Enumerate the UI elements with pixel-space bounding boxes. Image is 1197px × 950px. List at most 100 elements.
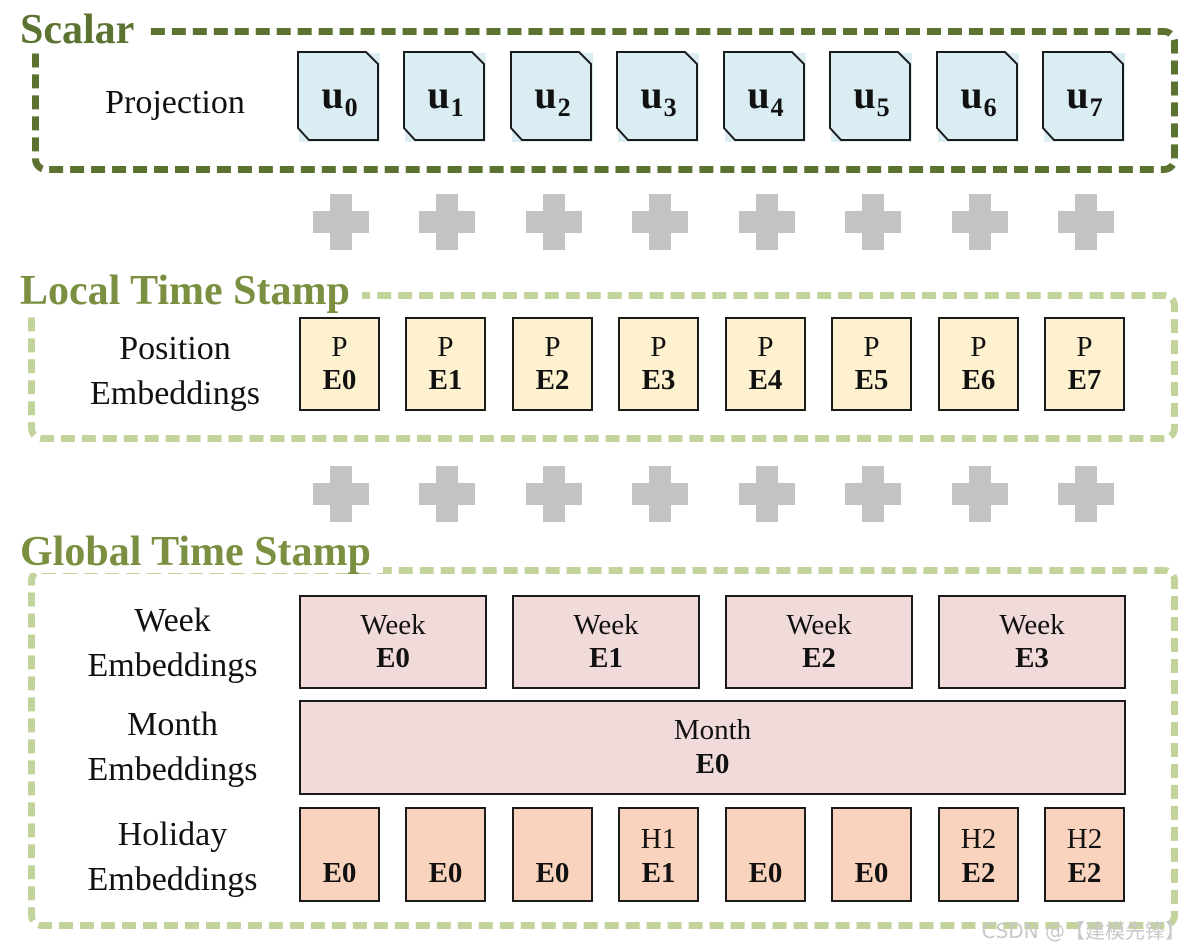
token-subscript: 2 [557, 93, 571, 123]
plus-icon [631, 466, 688, 522]
month-embeddings-label: Month Embeddings [87, 706, 258, 788]
token-base: u [321, 72, 344, 118]
plus-icon [738, 466, 795, 522]
position-box-bottom: E2 [535, 364, 570, 396]
position-box-top: P [650, 330, 667, 363]
month-box-bottom: E0 [695, 747, 730, 780]
position-box-bottom: E3 [641, 364, 676, 396]
week-box-bottom: E1 [589, 642, 623, 674]
position-box-top: P [437, 330, 454, 363]
projection-token-box: u6 [936, 51, 1019, 142]
projection-token-label: u3 [640, 72, 676, 123]
position-box-top: P [1076, 330, 1093, 363]
position-box-top: P [863, 330, 880, 363]
holiday-box-top: H2 [1066, 823, 1103, 856]
holiday-embedding-box: E0 [831, 807, 912, 902]
token-base: u [853, 72, 876, 118]
plus-icon [312, 194, 369, 250]
scalar-title: Scalar [20, 9, 147, 51]
projection-token-label: u5 [853, 72, 889, 123]
holiday-embedding-box: E0 [512, 807, 593, 902]
position-box-bottom: E0 [322, 364, 357, 396]
plus-icon [951, 466, 1008, 522]
plus-icon [418, 466, 475, 522]
position-box-bottom: E4 [748, 364, 783, 396]
projection-token-box: u4 [723, 51, 806, 142]
holiday-embedding-box: E0 [299, 807, 380, 902]
projection-box-outline [297, 51, 379, 141]
token-subscript: 5 [876, 93, 890, 123]
position-embeddings-label: Position Embeddings [90, 330, 260, 412]
plus-icon [951, 194, 1008, 250]
plus-icon [1057, 466, 1114, 522]
token-subscript: 1 [450, 93, 464, 123]
holiday-embeddings-label: Holiday Embeddings [87, 816, 258, 898]
token-base: u [1066, 72, 1089, 118]
local-time-stamp-title: Local Time Stamp [20, 270, 362, 312]
holiday-box-bottom: E0 [322, 856, 357, 889]
holiday-box-bottom: E0 [748, 856, 783, 889]
holiday-box-top: H2 [960, 823, 997, 856]
month-embedding-box: Month E0 [299, 700, 1126, 795]
projection-box-outline [616, 51, 698, 141]
token-subscript: 6 [983, 93, 997, 123]
token-subscript: 3 [663, 93, 677, 123]
projection-token-box: u5 [829, 51, 912, 142]
position-box-bottom: E5 [854, 364, 889, 396]
token-subscript: 4 [770, 93, 784, 123]
plus-icon [525, 466, 582, 522]
week-box-top: Week [573, 608, 639, 641]
global-time-stamp-title: Global Time Stamp [20, 531, 383, 573]
scalar-group-frame [32, 28, 1178, 173]
plus-icon [525, 194, 582, 250]
projection-token-box: u2 [510, 51, 593, 142]
projection-token-box: u3 [616, 51, 699, 142]
projection-token-box: u1 [403, 51, 486, 142]
token-base: u [640, 72, 663, 118]
position-box-top: P [331, 330, 348, 363]
plus-icon [312, 466, 369, 522]
month-box-top: Month [673, 714, 752, 747]
projection-token-label: u0 [321, 72, 357, 123]
token-base: u [747, 72, 770, 118]
plus-icon [844, 466, 901, 522]
holiday-box-bottom: E0 [428, 856, 463, 889]
holiday-box-bottom: E0 [535, 856, 570, 889]
position-box-bottom: E6 [961, 364, 996, 396]
projection-token-label: u1 [427, 72, 463, 123]
week-box-bottom: E2 [802, 642, 836, 674]
token-subscript: 7 [1089, 93, 1103, 123]
token-base: u [427, 72, 450, 118]
week-embeddings-label: Week Embeddings [87, 602, 258, 684]
token-base: u [534, 72, 557, 118]
projection-token-box: u0 [297, 51, 380, 142]
token-base: u [960, 72, 983, 118]
week-box-top: Week [786, 608, 852, 641]
projection-box-outline [510, 51, 592, 141]
projection-box-outline [1042, 51, 1124, 141]
plus-icon [418, 194, 475, 250]
plus-icon [738, 194, 795, 250]
projection-token-box: u7 [1042, 51, 1125, 142]
plus-icon [1057, 194, 1114, 250]
position-box-top: P [757, 330, 774, 363]
local-time-stamp-frame [28, 292, 1178, 442]
holiday-embedding-box: E0 [405, 807, 486, 902]
projection-token-label: u4 [747, 72, 783, 123]
holiday-box-bottom: E2 [961, 856, 996, 889]
holiday-box-bottom: E2 [1067, 856, 1102, 889]
projection-box-outline [723, 51, 805, 141]
global-time-stamp-frame [28, 567, 1178, 929]
